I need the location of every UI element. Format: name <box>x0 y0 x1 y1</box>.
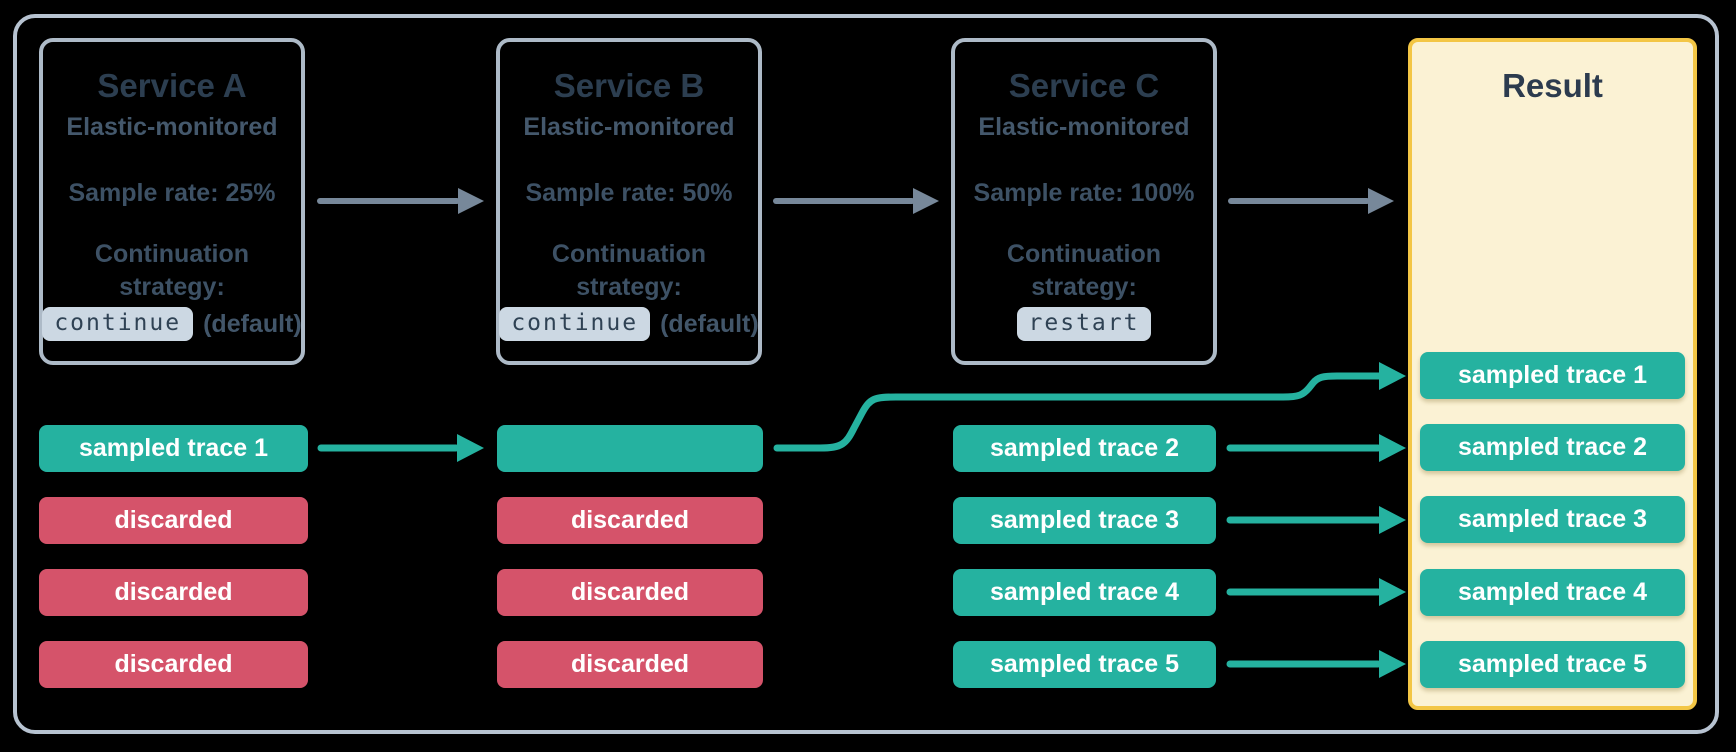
trace-a-sampled-1: sampled trace 1 <box>39 425 308 472</box>
service-a-sample-rate: Sample rate: 25% <box>68 179 276 207</box>
strategy-word: strategy: <box>119 273 225 301</box>
result-title: Result <box>1502 67 1603 104</box>
trace-b-discarded-1: discarded <box>497 497 763 544</box>
trace-c-sampled-3: sampled trace 3 <box>953 497 1216 544</box>
result-row-sampled-trace-1: sampled trace 1 <box>1420 352 1685 399</box>
service-b-sample-rate: Sample rate: 50% <box>525 179 733 207</box>
service-c-continuation-label: Continuation strategy: <box>1007 238 1161 304</box>
trace-b-discarded-3: discarded <box>497 641 763 688</box>
result-row-sampled-trace-3: sampled trace 3 <box>1420 496 1685 543</box>
service-b-box: Service B Elastic-monitored Sample rate:… <box>496 38 762 365</box>
trace-b-sampled-unlabeled <box>497 425 763 472</box>
service-a-strategy-row: continue (default) <box>42 307 302 341</box>
service-a-box: Service A Elastic-monitored Sample rate:… <box>39 38 305 365</box>
service-c-monitored-label: Elastic-monitored <box>978 113 1190 141</box>
diagram-outer-frame <box>13 14 1719 734</box>
service-b-strategy-suffix: (default) <box>660 309 759 338</box>
service-b-strategy-row: continue (default) <box>499 307 759 341</box>
result-row-sampled-trace-5: sampled trace 5 <box>1420 641 1685 688</box>
service-a-monitored-label: Elastic-monitored <box>66 113 278 141</box>
service-c-box: Service C Elastic-monitored Sample rate:… <box>951 38 1217 365</box>
trace-a-discarded-2: discarded <box>39 569 308 616</box>
service-a-continuation-label: Continuation strategy: <box>95 238 249 304</box>
service-c-strategy-chip: restart <box>1016 307 1152 341</box>
trace-c-sampled-5: sampled trace 5 <box>953 641 1216 688</box>
trace-c-sampled-2: sampled trace 2 <box>953 425 1216 472</box>
service-a-title: Service A <box>97 67 247 104</box>
service-b-monitored-label: Elastic-monitored <box>523 113 735 141</box>
service-c-sample-rate: Sample rate: 100% <box>973 179 1195 207</box>
trace-b-discarded-2: discarded <box>497 569 763 616</box>
continuation-word: Continuation <box>94 240 250 268</box>
trace-a-discarded-3: discarded <box>39 641 308 688</box>
service-b-strategy-chip: continue <box>499 307 651 341</box>
continuation-word: Continuation <box>551 240 707 268</box>
result-row-sampled-trace-2: sampled trace 2 <box>1420 424 1685 471</box>
service-c-strategy-row: restart <box>1016 307 1152 341</box>
service-b-title: Service B <box>553 67 705 104</box>
strategy-word: strategy: <box>576 273 682 301</box>
result-row-sampled-trace-4: sampled trace 4 <box>1420 569 1685 616</box>
continuation-word: Continuation <box>1006 240 1162 268</box>
service-c-title: Service C <box>1008 67 1160 104</box>
trace-a-discarded-1: discarded <box>39 497 308 544</box>
service-b-continuation-label: Continuation strategy: <box>552 238 706 304</box>
service-a-strategy-suffix: (default) <box>203 309 302 338</box>
service-a-strategy-chip: continue <box>42 307 194 341</box>
result-panel: Result sampled trace 1 sampled trace 2 s… <box>1408 38 1697 710</box>
strategy-word: strategy: <box>1031 273 1137 301</box>
trace-c-sampled-4: sampled trace 4 <box>953 569 1216 616</box>
